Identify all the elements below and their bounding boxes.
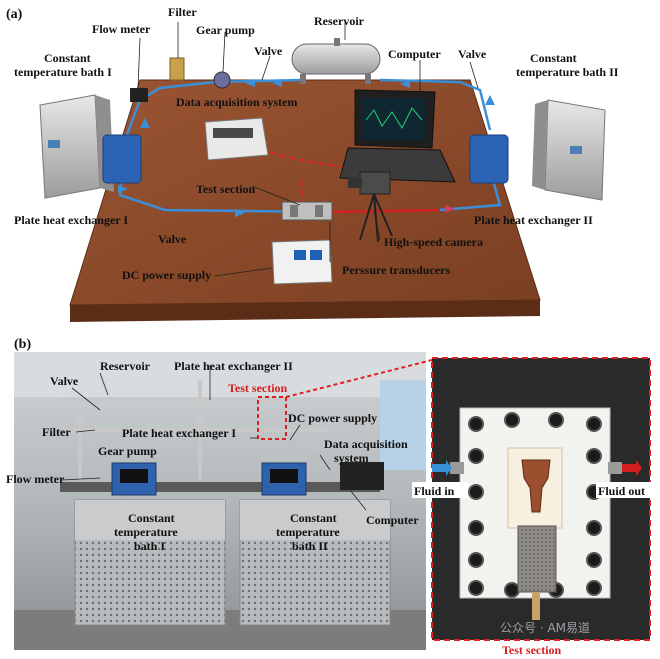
inset-bolts — [468, 412, 602, 598]
panel-b-tag: (b) — [14, 337, 31, 352]
label-computer-b: Computer — [366, 513, 419, 527]
filter — [169, 57, 185, 81]
lab-ceiling — [14, 352, 426, 397]
label-gear-pump-b: Gear pump — [98, 444, 157, 458]
label-bath-2-line2-b: temperature — [276, 525, 340, 539]
inset-outlet-fitting — [608, 462, 622, 474]
label-test-section-a: Test section — [196, 182, 256, 196]
inset-wire — [532, 592, 540, 620]
label-bath-2-line3-b: bath II — [292, 539, 328, 553]
label-fluid-in: Fluid in — [414, 484, 455, 498]
computer-monitor-photo — [340, 462, 384, 490]
flow-meter — [130, 88, 148, 102]
computer-laptop — [339, 89, 456, 183]
label-computer-a: Computer — [388, 47, 441, 61]
bench — [60, 482, 380, 492]
label-high-speed-camera-a: High-speed camera — [384, 235, 483, 249]
fluid-in-label-bg — [412, 482, 468, 498]
pipe-frame — [60, 380, 330, 480]
test-section-assembly — [281, 201, 333, 221]
bath-1-photo — [74, 462, 226, 626]
test-section-inset: Fluid in Fluid out 公众号 · AM易道 Test secti… — [412, 357, 658, 657]
label-daq-line2-b: system — [334, 451, 369, 465]
label-valve-b: Valve — [50, 374, 79, 388]
inset-inlet-arrow — [432, 460, 452, 476]
label-flow-meter-a: Flow meter — [92, 22, 151, 36]
label-daq-line1-b: Data acquisition — [324, 437, 408, 451]
label-bath-1-line2-a: temperature bath I — [14, 65, 112, 79]
label-bath-2-line2-a: temperature bath II — [516, 65, 619, 79]
flow-arrows — [118, 79, 500, 217]
label-phe-1-b: Plate heat exchanger I — [122, 426, 236, 440]
label-bath-1-line3-b: bath I — [134, 539, 165, 553]
high-speed-camera — [348, 171, 393, 243]
label-test-section-b: Test section — [228, 381, 288, 395]
plate-heat-exchanger-2 — [469, 134, 509, 184]
label-bath-1-line2-b: temperature — [114, 525, 178, 539]
lab-window — [380, 380, 426, 470]
inset-outlet-arrow — [622, 460, 642, 476]
reservoir-tank — [291, 38, 381, 84]
inset-copper-channel — [521, 459, 551, 513]
label-filter-b: Filter — [42, 425, 71, 439]
dc-power-supply — [271, 239, 333, 285]
heated-outlet-line — [329, 208, 441, 214]
label-pressure-transducers-a: Perssure transducers — [342, 263, 450, 277]
label-flow-meter-b: Flow meter — [6, 472, 65, 486]
label-bath-1-line1-b: Constant — [128, 511, 175, 525]
fluid-out-label-bg — [596, 482, 658, 498]
label-phe-1-a: Plate heat exchanger I — [14, 213, 128, 227]
panel-a: (a) Filter Flow meter Gear pump Reservoi… — [6, 5, 619, 322]
inset-inlet-fitting — [450, 462, 464, 474]
label-valve-top-a: Valve — [254, 44, 283, 58]
label-valve-right-a: Valve — [458, 47, 487, 61]
data-acquisition-system — [204, 117, 269, 161]
leader-lines-a — [137, 22, 479, 277]
wooden-board-edge — [70, 300, 540, 322]
label-dc-power-a: DC power supply — [122, 268, 211, 282]
label-filter-a: Filter — [168, 5, 197, 19]
label-dc-power-b: DC power supply — [288, 411, 377, 425]
label-gear-pump-a: Gear pump — [196, 23, 255, 37]
gear-pump — [213, 71, 231, 89]
panel-b: (b) Reservoir Plate heat exchanger II Va… — [6, 337, 658, 657]
test-section-highlight — [257, 396, 287, 440]
label-reservoir-a: Reservoir — [314, 14, 365, 28]
inset-porous-heater — [517, 525, 557, 593]
label-test-section-inset: Test section — [502, 643, 562, 657]
constant-temperature-bath-2 — [532, 99, 606, 201]
label-fluid-out: Fluid out — [598, 484, 645, 498]
plate-heat-exchanger-1 — [102, 134, 142, 184]
watermark: 公众号 · AM易道 — [500, 621, 590, 635]
label-daq-a: Data acquisition system — [176, 95, 297, 109]
label-bath-2-line1-a: Constant — [530, 51, 577, 65]
leader-lines-b — [61, 365, 367, 511]
label-phe-2-b: Plate heat exchanger II — [174, 359, 293, 373]
label-phe-2-a: Plate heat exchanger II — [474, 213, 593, 227]
label-reservoir-b: Reservoir — [100, 359, 151, 373]
bath-2-photo — [239, 462, 391, 626]
panel-a-tag: (a) — [6, 7, 23, 22]
label-bath-1-line1-a: Constant — [44, 51, 91, 65]
label-valve-bottom-a: Valve — [158, 232, 187, 246]
label-bath-2-line1-b: Constant — [290, 511, 337, 525]
